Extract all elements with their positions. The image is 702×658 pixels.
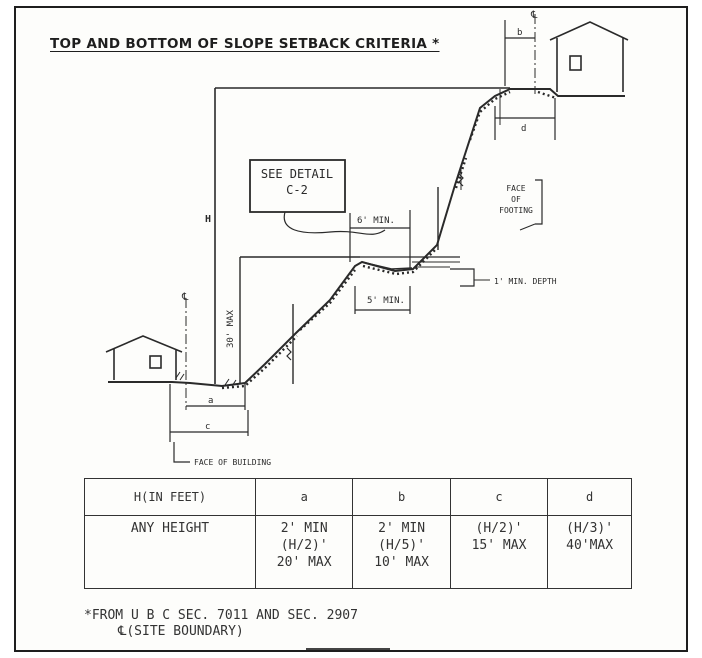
upper-centerline-label: ℄: [530, 10, 538, 21]
table-header-row: H(IN FEET) a b c d: [84, 478, 632, 516]
face-of-footing-label-1: FACE: [506, 184, 525, 193]
h-label: H: [205, 214, 211, 225]
see-detail-box: [249, 159, 346, 213]
footnote-site-boundary: ℄(SITE BOUNDARY): [118, 624, 244, 639]
lower-house-icon: [105, 335, 183, 380]
dim-d-label: d: [521, 124, 526, 134]
header-a: a: [254, 478, 354, 516]
table-row: ANY HEIGHT 2' MIN (H/2)' 20' MAX 2' MIN …: [84, 515, 632, 589]
cell-b: 2' MIN (H/5)' 10' MAX: [352, 515, 451, 589]
lower-centerline-label: ℄: [181, 292, 189, 303]
header-b: b: [352, 478, 451, 516]
see-detail-label-1: SEE DETAIL: [261, 167, 333, 181]
cell-d: (H/3)' 40'MAX: [547, 515, 632, 589]
dim-a-label: a: [208, 396, 213, 406]
see-detail-label-2: C-2: [286, 183, 308, 197]
one-min-depth-label: 1' MIN. DEPTH: [494, 277, 557, 286]
dim-b-label: b: [517, 28, 522, 38]
cropped-caption-edge: [306, 648, 390, 658]
face-of-footing-label-2: OF: [511, 195, 521, 204]
thirty-max-label: 30' MAX: [226, 309, 236, 348]
footnote-source: *FROM U B C SEC. 7011 AND SEC. 2907: [84, 608, 358, 623]
five-min-label: 5' MIN.: [367, 296, 405, 306]
slope-setback-diagram: SEE DETAIL C-2 H 30' MAX 6' MIN. 5' MIN.…: [105, 10, 629, 467]
face-of-building-label: FACE OF BUILDING: [194, 458, 271, 467]
upper-house-icon: [549, 21, 629, 92]
six-min-label: 6' MIN.: [357, 216, 395, 226]
page-title: TOP AND BOTTOM OF SLOPE SETBACK CRITERIA…: [50, 36, 440, 52]
header-h-in-feet: H(IN FEET): [84, 478, 256, 516]
footnote: *FROM U B C SEC. 7011 AND SEC. 2907 ℄(SI…: [84, 608, 632, 640]
header-d: d: [547, 478, 632, 516]
dim-c-label: c: [205, 422, 210, 432]
row-label-any-height: ANY HEIGHT: [84, 515, 256, 589]
cell-a: 2' MIN (H/2)' 20' MAX: [254, 515, 354, 589]
header-c: c: [449, 478, 549, 516]
setback-criteria-table: H(IN FEET) a b c d ANY HEIGHT 2' MIN (H/…: [84, 478, 632, 589]
face-of-footing-label-3: FOOTING: [499, 206, 533, 215]
cell-c: (H/2)' 15' MAX: [449, 515, 549, 589]
